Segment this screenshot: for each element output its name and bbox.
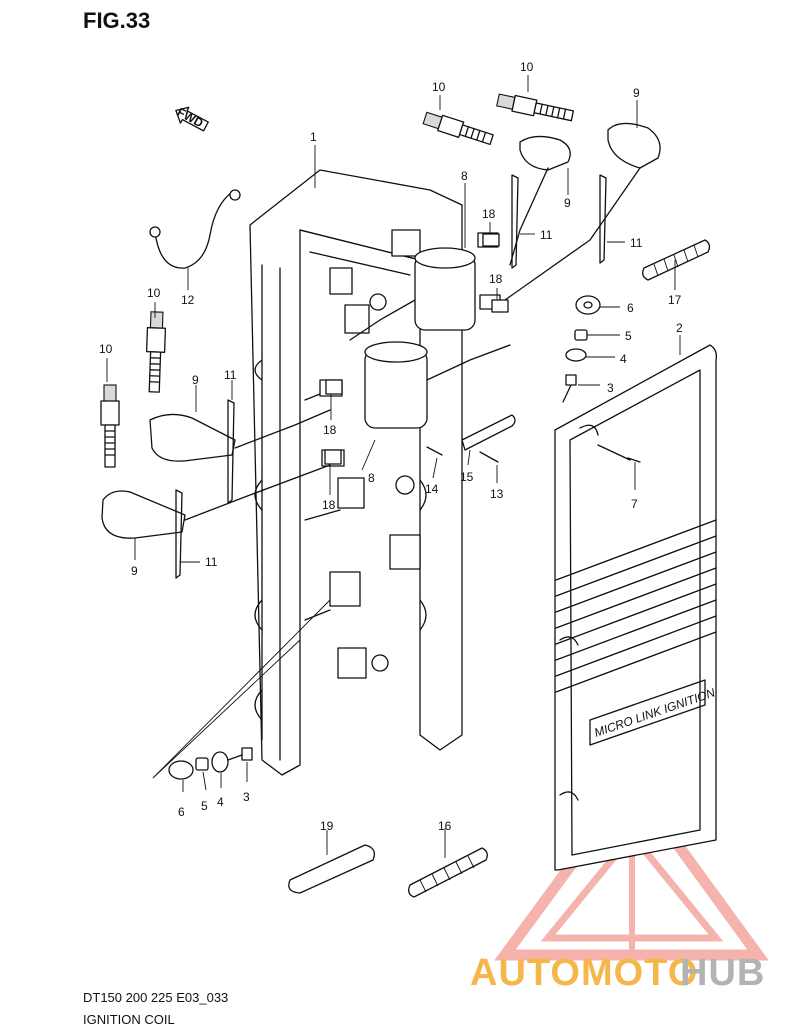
spark-plug-4 xyxy=(100,384,120,468)
callout-10-c: 10 xyxy=(147,286,161,300)
clip-18-c xyxy=(325,379,343,395)
bracket-cover: MICRO LINK IGNITION xyxy=(554,344,717,871)
callout-3-left: 3 xyxy=(243,790,250,804)
collar-left xyxy=(195,757,209,771)
watermark-text: AUTOMOTO HUB xyxy=(470,952,765,994)
callout-11-a: 11 xyxy=(540,228,553,242)
clip-18-b xyxy=(491,299,509,313)
bolt-left xyxy=(227,747,253,761)
washer-right xyxy=(565,348,587,362)
cable-tie-1 xyxy=(511,174,519,269)
callout-9-upper: 9 xyxy=(564,196,571,210)
callout-9-top-right: 9 xyxy=(633,86,640,100)
screw-13 xyxy=(479,451,499,463)
callout-5-right: 5 xyxy=(625,329,632,343)
callout-6-left: 6 xyxy=(178,805,185,819)
callout-4-left: 4 xyxy=(217,795,224,809)
screw-7 xyxy=(597,444,641,463)
plug-cap-upper-right xyxy=(504,122,661,301)
ground-lead xyxy=(154,191,233,269)
fwd-arrow-icon: FWD xyxy=(175,105,209,132)
watermark-text-part1: AUTOMOTO xyxy=(470,952,698,994)
callout-1: 1 xyxy=(310,130,317,144)
ground-lead-terminal-upper xyxy=(229,189,241,201)
callout-18-b: 18 xyxy=(489,272,503,286)
leader-lines-hardware xyxy=(152,599,331,779)
callout-12: 12 xyxy=(181,293,195,307)
callout-7: 7 xyxy=(631,497,638,511)
spiral-tube-16 xyxy=(408,847,488,898)
collar-right xyxy=(574,329,588,341)
callout-6-right: 6 xyxy=(627,301,634,315)
callout-18-c: 18 xyxy=(323,423,337,437)
callout-10-a: 10 xyxy=(432,80,446,94)
callout-19: 19 xyxy=(320,819,334,833)
callout-2: 2 xyxy=(676,321,683,335)
ground-lead-terminal-lower xyxy=(149,226,161,238)
callout-10-b: 10 xyxy=(520,60,534,74)
callout-14: 14 xyxy=(425,482,439,496)
cable-tie-2 xyxy=(599,174,607,264)
spark-plug-2 xyxy=(496,93,575,122)
washer-left xyxy=(211,751,229,773)
plug-cap-upper-left xyxy=(509,135,571,266)
callout-16: 16 xyxy=(438,819,452,833)
callout-8-upper: 8 xyxy=(461,169,468,183)
callout-9-lower-left: 9 xyxy=(131,564,138,578)
callout-17: 17 xyxy=(668,293,682,307)
clamp-19 xyxy=(288,844,376,894)
callout-15: 15 xyxy=(460,470,474,484)
callout-5-left: 5 xyxy=(201,799,208,813)
callout-labels: 1 2 3 3 4 4 5 5 6 6 7 8 8 9 9 9 9 10 10 … xyxy=(99,60,683,833)
callout-18-d: 18 xyxy=(322,498,336,512)
model-code: DT150 200 225 E03_033 xyxy=(83,990,229,1005)
callout-11-c: 11 xyxy=(224,368,237,382)
clamp-15 xyxy=(461,414,516,451)
cable-tie-3 xyxy=(227,399,235,504)
callout-11-d: 11 xyxy=(205,555,218,569)
callout-8-lower: 8 xyxy=(368,471,375,485)
callout-13: 13 xyxy=(490,487,504,501)
spark-plug-3 xyxy=(145,311,167,393)
grommet-right xyxy=(575,295,601,315)
spiral-tube-17 xyxy=(642,239,711,281)
callout-9-mid-left: 9 xyxy=(192,373,199,387)
spark-plug-1 xyxy=(422,111,494,146)
grommet-left xyxy=(168,760,194,780)
ignition-coil-lower xyxy=(319,341,511,467)
ignition-bracket xyxy=(249,169,463,776)
figure-title: FIG.33 xyxy=(83,8,151,33)
callout-leaders xyxy=(106,75,681,858)
screw-14 xyxy=(426,446,443,456)
watermark-text-part2: HUB xyxy=(680,952,765,994)
callout-11-b: 11 xyxy=(630,236,643,250)
cable-tie-4 xyxy=(175,489,183,579)
section-name: IGNITION COIL xyxy=(83,1012,175,1027)
callout-3-right: 3 xyxy=(607,381,614,395)
bolt-right xyxy=(562,374,577,403)
plug-cap-mid-left xyxy=(149,409,331,462)
plug-cap-lower-left xyxy=(101,464,331,539)
clip-18-a xyxy=(482,233,500,247)
callout-18-a: 18 xyxy=(482,207,496,221)
clip-18-d xyxy=(324,449,342,465)
callout-4-right: 4 xyxy=(620,352,627,366)
callout-10-d: 10 xyxy=(99,342,113,356)
